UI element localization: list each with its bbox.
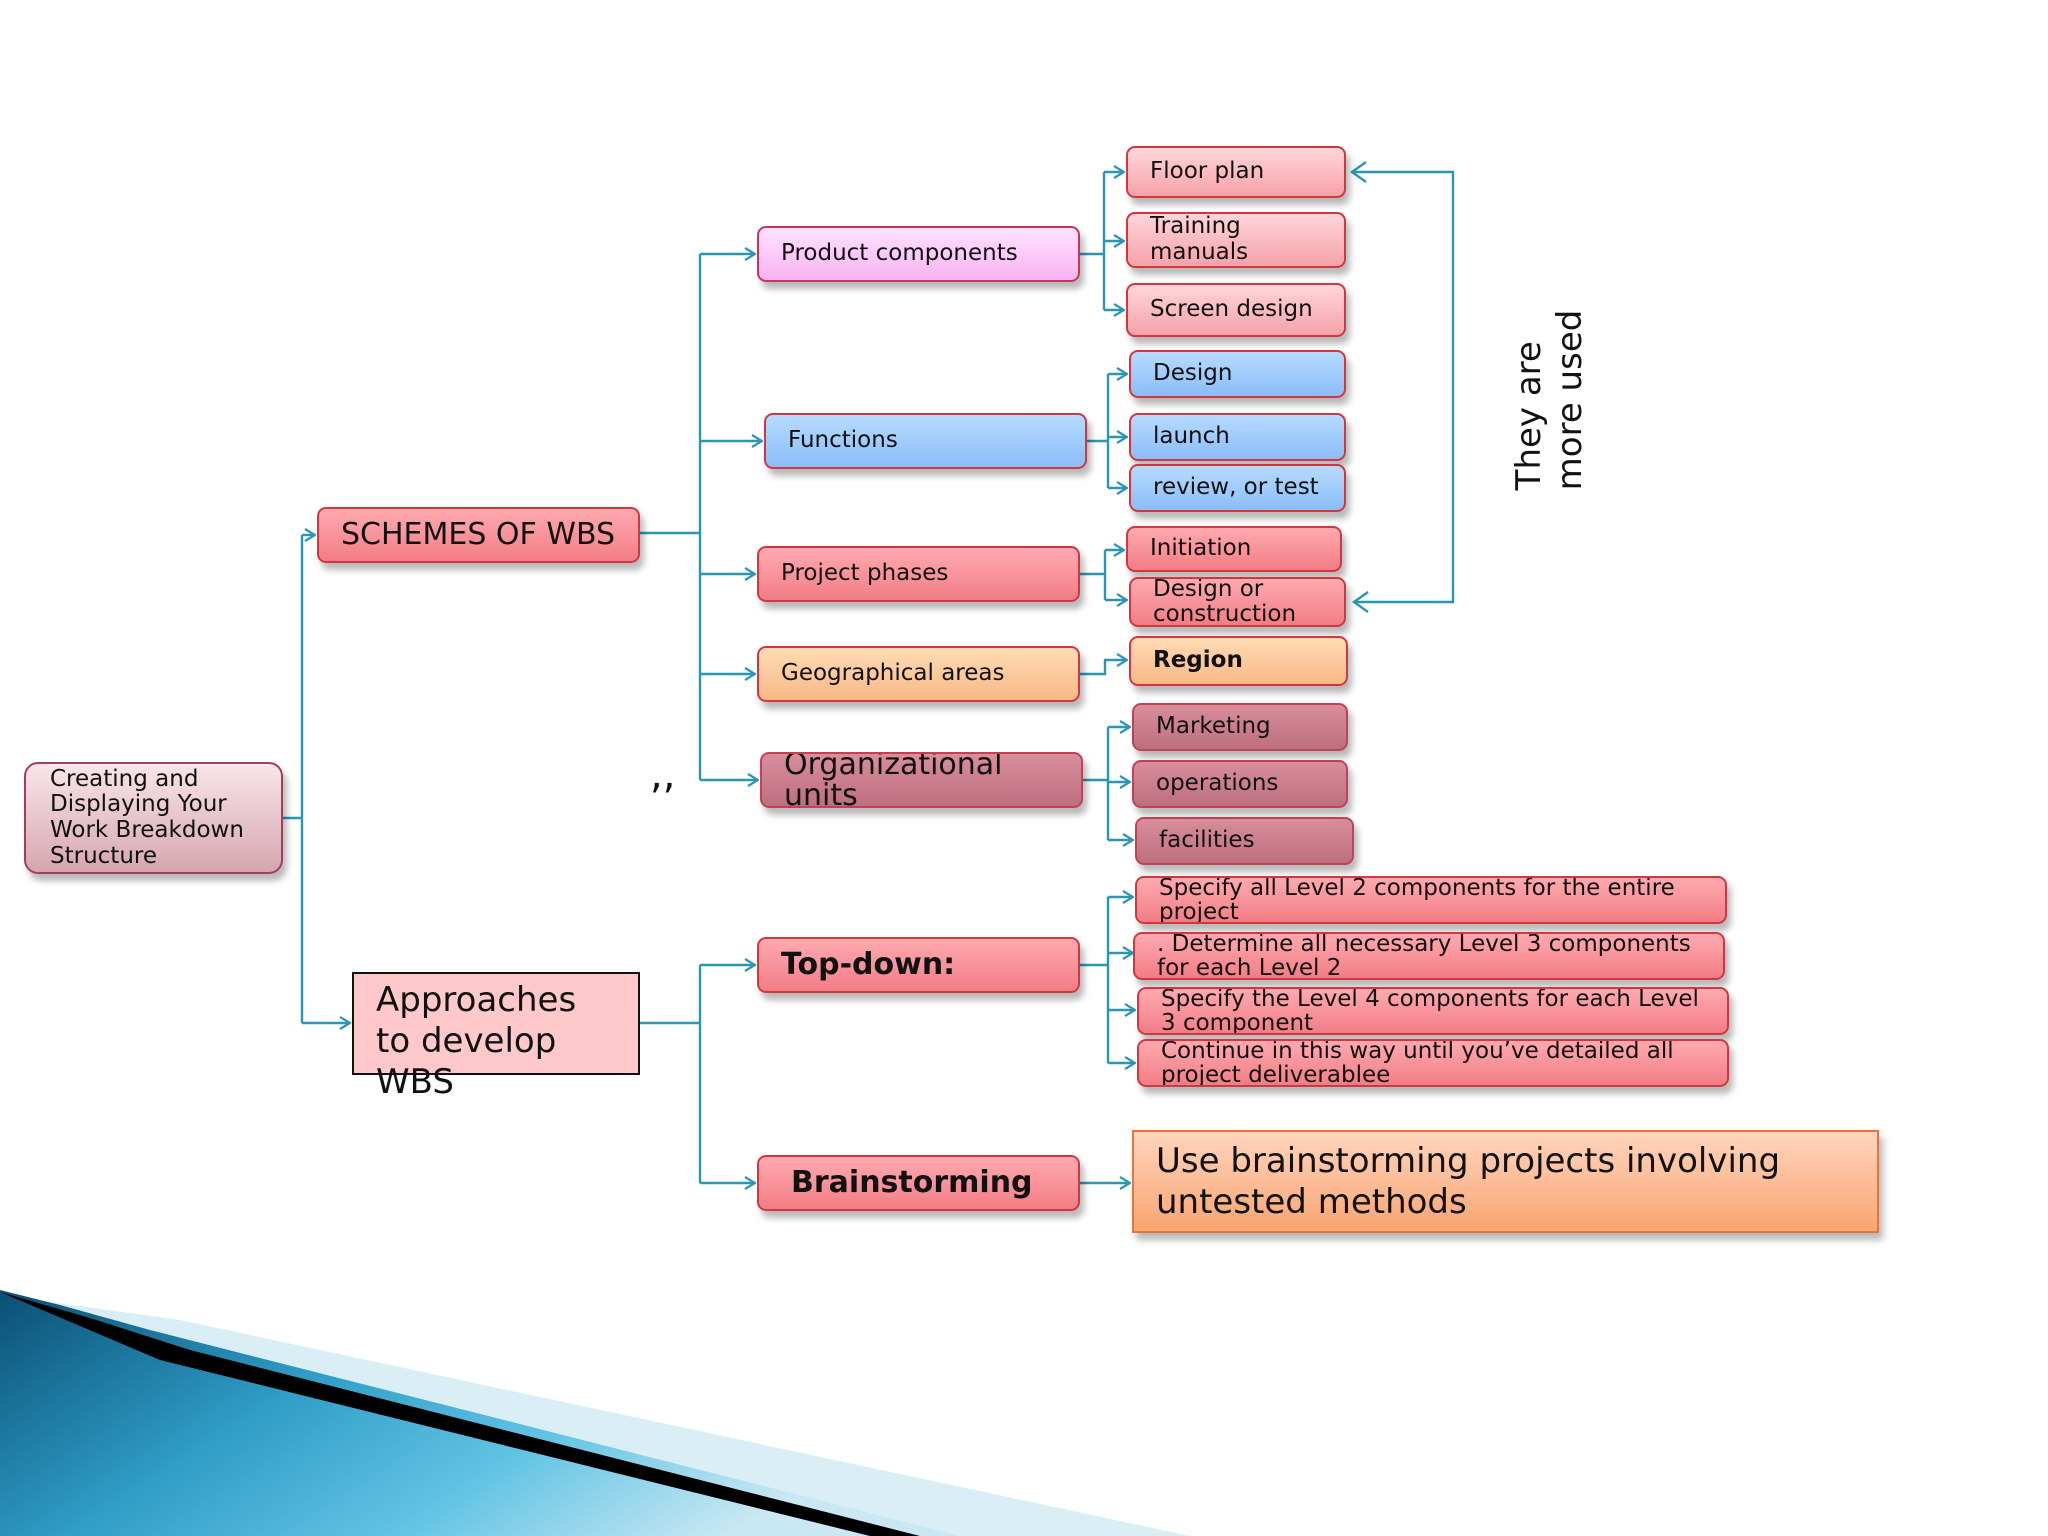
connectors [283,161,1455,1183]
marketing-node: Marketing [1132,703,1348,751]
geographical-areas-label: Geographical areas [781,660,1005,687]
functions-node: Functions [764,413,1087,469]
design-label: Design [1153,360,1233,387]
top-down-step-label: . Determine all necessary Level 3 compon… [1157,932,1691,980]
root-node: Creating and Displaying Your Work Breakd… [24,762,283,874]
schemes-node: SCHEMES OF WBS [317,507,640,563]
facilities-label: facilities [1159,827,1255,854]
region-label: Region [1153,647,1243,674]
top-down-node: Top-down: [757,937,1080,993]
functions-label: Functions [788,427,898,454]
launch-node: launch [1129,413,1346,461]
facilities-node: facilities [1135,817,1354,865]
quote-mark: ,, [650,752,676,798]
design-construction-node: Design or construction [1129,577,1346,627]
review-test-node: review, or test [1129,464,1346,512]
training-manuals-label: Training manuals [1150,213,1249,265]
operations-label: operations [1156,770,1279,797]
brainstorming-label: Brainstorming [791,1165,1033,1201]
schemes-node-label: SCHEMES OF WBS [341,517,616,553]
product-components-node: Product components [757,226,1080,282]
top-down-step-label: Continue in this way until you’ve detail… [1161,1039,1674,1087]
organizational-units-label: Organizational units [784,752,1003,808]
floor-plan-node: Floor plan [1126,146,1346,198]
product-components-label: Product components [781,240,1018,267]
top-down-step: Specify the Level 4 components for each … [1137,987,1729,1035]
region-node: Region [1129,636,1348,686]
approaches-node-label: Approaches to develop WBS [376,980,577,1102]
initiation-node: Initiation [1126,526,1342,572]
training-manuals-node: Training manuals [1126,212,1346,268]
top-down-step: Continue in this way until you’ve detail… [1137,1039,1729,1087]
brainstorm-note-label: Use brainstorming projects involving unt… [1156,1140,1781,1222]
floor-plan-label: Floor plan [1150,158,1265,185]
side-note-text: They are more used [1509,309,1590,491]
marketing-label: Marketing [1156,713,1271,740]
top-down-step-label: Specify all Level 2 components for the e… [1159,876,1675,924]
launch-label: launch [1153,423,1230,450]
screen-design-label: Screen design [1150,296,1313,323]
initiation-label: Initiation [1150,535,1252,562]
approaches-node: Approaches to develop WBS [352,972,640,1102]
project-phases-node: Project phases [757,546,1080,602]
brainstorm-note: Use brainstorming projects involving unt… [1132,1130,1879,1233]
top-down-step: Specify all Level 2 components for the e… [1135,876,1727,924]
organizational-units-node: Organizational units [760,752,1083,808]
geographical-areas-node: Geographical areas [757,646,1080,702]
decorative-ribbon [0,1290,1190,1536]
design-node: Design [1129,350,1346,398]
screen-design-node: Screen design [1126,283,1346,337]
top-down-step-label: Specify the Level 4 components for each … [1161,987,1699,1035]
project-phases-label: Project phases [781,560,949,587]
side-note: They are more used [1460,270,1640,530]
review-test-label: review, or test [1153,474,1319,501]
top-down-step: . Determine all necessary Level 3 compon… [1133,932,1725,980]
design-construction-label: Design or construction [1153,577,1297,627]
brainstorming-node: Brainstorming [757,1155,1080,1211]
top-down-label: Top-down: [781,947,956,983]
root-node-label: Creating and Displaying Your Work Breakd… [50,765,244,869]
operations-node: operations [1132,760,1348,808]
